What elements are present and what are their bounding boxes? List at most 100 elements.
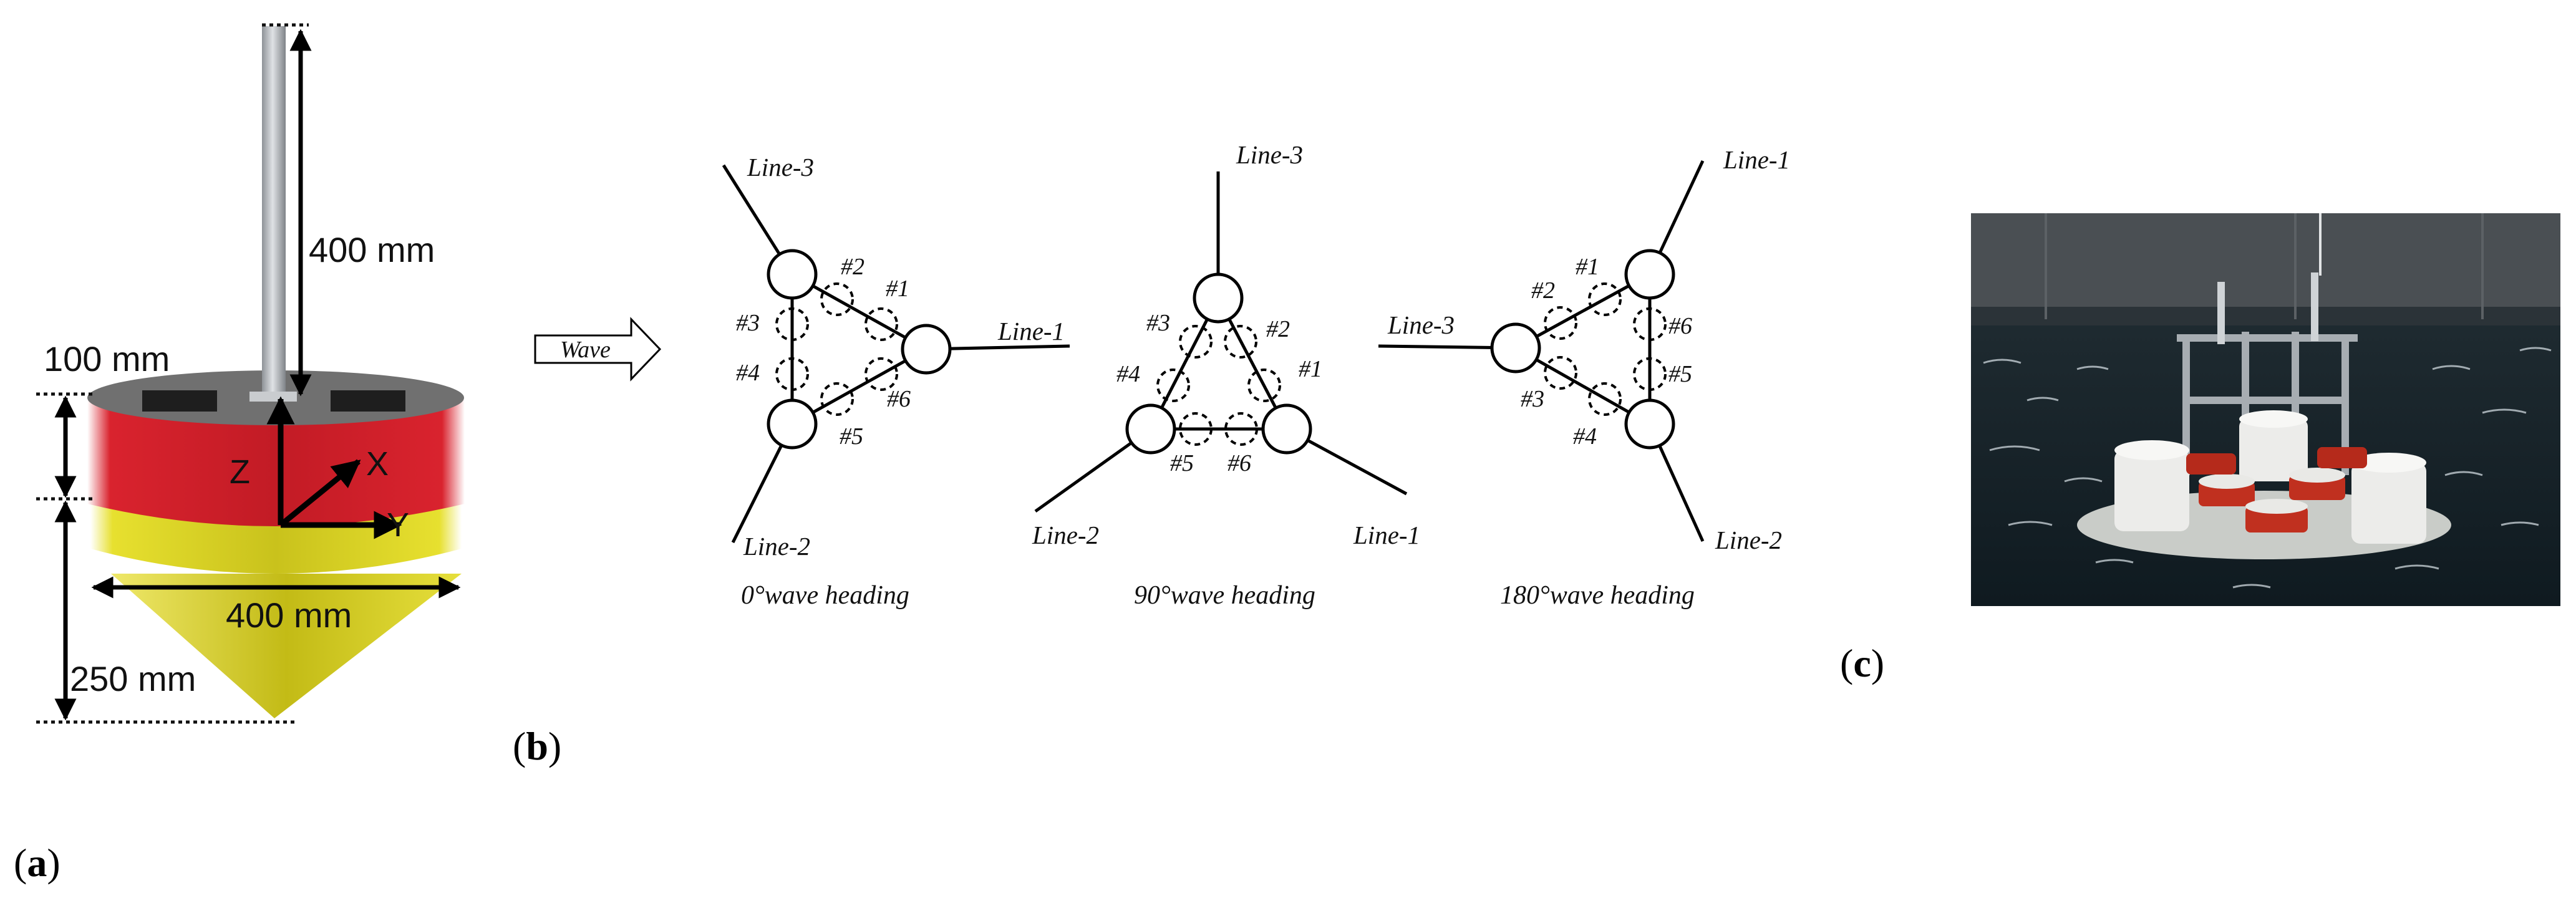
marker-circle (1179, 325, 1213, 359)
axis-x-arrow (279, 459, 361, 528)
marker-circle (1588, 282, 1622, 316)
line-label: Line-1 (997, 317, 1065, 345)
marker-label: #5 (840, 423, 863, 450)
marker-label: #2 (1266, 316, 1290, 342)
cable-bundle (2311, 272, 2318, 341)
float-center (2239, 419, 2308, 481)
water-highlights (1983, 347, 2552, 589)
marker-circle (1544, 356, 1577, 390)
drum-top (2289, 468, 2345, 483)
column-1 (1193, 272, 1244, 324)
panel-b-letter: b (526, 724, 548, 768)
marker-circle (1224, 325, 1257, 359)
marker-label: #1 (1576, 254, 1599, 280)
column-1 (1624, 249, 1675, 300)
marker-circle (864, 307, 898, 341)
panel-a-buoy: 400 mm 100 mm 400 mm 250 mm Z X Y (a) (14, 23, 465, 885)
panel-a-letter: a (27, 841, 47, 885)
marker-circle (1247, 369, 1281, 402)
marker-label: #4 (1573, 423, 1597, 450)
water-highlight (2482, 408, 2527, 414)
line-label: Line-3 (1387, 311, 1455, 339)
dashed-markers (775, 282, 898, 416)
water-highlight (2501, 521, 2539, 526)
marker-label: #1 (886, 276, 909, 302)
line-label: Line-3 (747, 153, 814, 181)
marker-circle (1544, 306, 1577, 340)
cable-bundle (2217, 282, 2225, 344)
floats (2114, 410, 2426, 544)
float-right (2351, 463, 2426, 544)
column-2 (1125, 403, 1176, 455)
axis-z-label: Z (230, 453, 250, 491)
marker-circle (820, 282, 854, 316)
water-highlight (2008, 521, 2053, 526)
triangle (1512, 271, 1652, 427)
dashed-markers (1544, 282, 1667, 416)
marker-label: #6 (1227, 450, 1251, 476)
panel-c-paren-open: ( (1840, 641, 1853, 685)
marker-label: #4 (1116, 361, 1140, 387)
water-highlight (2026, 397, 2059, 402)
water-highlight (2394, 564, 2439, 570)
line-label: Line-2 (1715, 526, 1782, 554)
water-highlight (2064, 477, 2103, 483)
marker-label: #6 (887, 386, 911, 412)
mast-base (249, 392, 297, 402)
drum-top (2199, 474, 2255, 489)
marker-label: #6 (1668, 313, 1692, 339)
line-label: Line-3 (1236, 140, 1303, 169)
marker-circle (1588, 382, 1622, 416)
float-left-top (2114, 440, 2189, 460)
panel-c-paren-close: ) (1871, 641, 1884, 685)
drum-top (2245, 499, 2308, 514)
marker-label: #4 (736, 360, 760, 386)
axis-x-label: X (366, 445, 389, 483)
column-2 (1624, 398, 1675, 450)
marker-label: #2 (841, 254, 864, 280)
drum (2186, 453, 2236, 475)
heading-180: Line-1 Line-3 Line-2 #1 #2 #6 #3 #5 #4 1… (1378, 145, 1790, 610)
tank-photo (1971, 213, 2560, 606)
panel-a-paren-open: ( (14, 841, 27, 885)
water-highlight (2444, 471, 2483, 476)
heading-0: Line-3 Line-2 Line-1 #2 #1 #3 #4 #6 #5 0… (722, 153, 1070, 610)
column-2 (767, 398, 818, 450)
buoy-mast (262, 26, 286, 400)
dim-label-top: 100 mm (44, 339, 170, 378)
heading-caption: 90°wave heading (1134, 581, 1315, 610)
dim-label-cone: 250 mm (70, 659, 196, 698)
marker-label: #3 (1146, 310, 1170, 336)
panel-b-schematic: Wave Line-3 Line-2 Line-1 #2 #1 #3 (513, 140, 1790, 768)
float-left (2114, 450, 2189, 531)
marker-label: #3 (736, 310, 760, 336)
marker-circle (1179, 412, 1213, 446)
drum (2245, 506, 2308, 532)
marker-circle (1156, 369, 1190, 402)
wave-arrow-label: Wave (560, 337, 611, 363)
marker-circle (775, 307, 809, 341)
dim-label-diameter: 400 mm (226, 595, 352, 635)
line-label: Line-1 (1353, 521, 1420, 549)
marker-circle (1633, 357, 1667, 391)
panel-a-paren-close: ) (47, 841, 60, 885)
dim-label-mast: 400 mm (309, 230, 435, 269)
marker-label: #5 (1668, 361, 1692, 387)
deck-panel-right (331, 390, 405, 412)
column-3 (1261, 403, 1312, 455)
column-3 (1490, 322, 1541, 373)
marker-label: #3 (1521, 386, 1544, 412)
water-highlight (1989, 445, 2040, 451)
heading-90: Line-3 Line-2 Line-1 #3 #2 #4 #1 #5 #6 9… (1032, 140, 1420, 610)
drums (2186, 447, 2367, 532)
panel-c-photo: (c) (1840, 213, 2560, 685)
triangle (790, 271, 930, 427)
marker-circle (1224, 412, 1258, 446)
triangle (1148, 294, 1290, 431)
panel-c-letter: c (1853, 641, 1871, 685)
column-1 (767, 249, 818, 300)
deck-panel-left (142, 390, 217, 412)
marker-label: #1 (1299, 356, 1322, 382)
water-highlight (1983, 359, 2022, 364)
